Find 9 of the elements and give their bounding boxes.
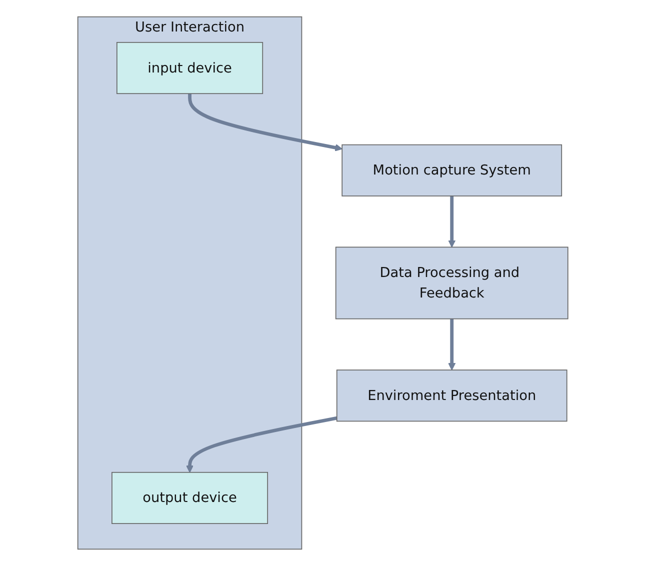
node-box: output device	[111, 472, 268, 524]
node-box: Motion capture System	[341, 144, 562, 196]
arrow	[186, 416, 337, 473]
arrow	[448, 196, 456, 248]
arrow	[188, 94, 342, 152]
node-box: Enviroment Presentation	[336, 370, 567, 422]
node-box: input device	[116, 42, 263, 94]
arrow	[448, 318, 456, 370]
node-box: Data Processing and Feedback	[335, 246, 568, 320]
